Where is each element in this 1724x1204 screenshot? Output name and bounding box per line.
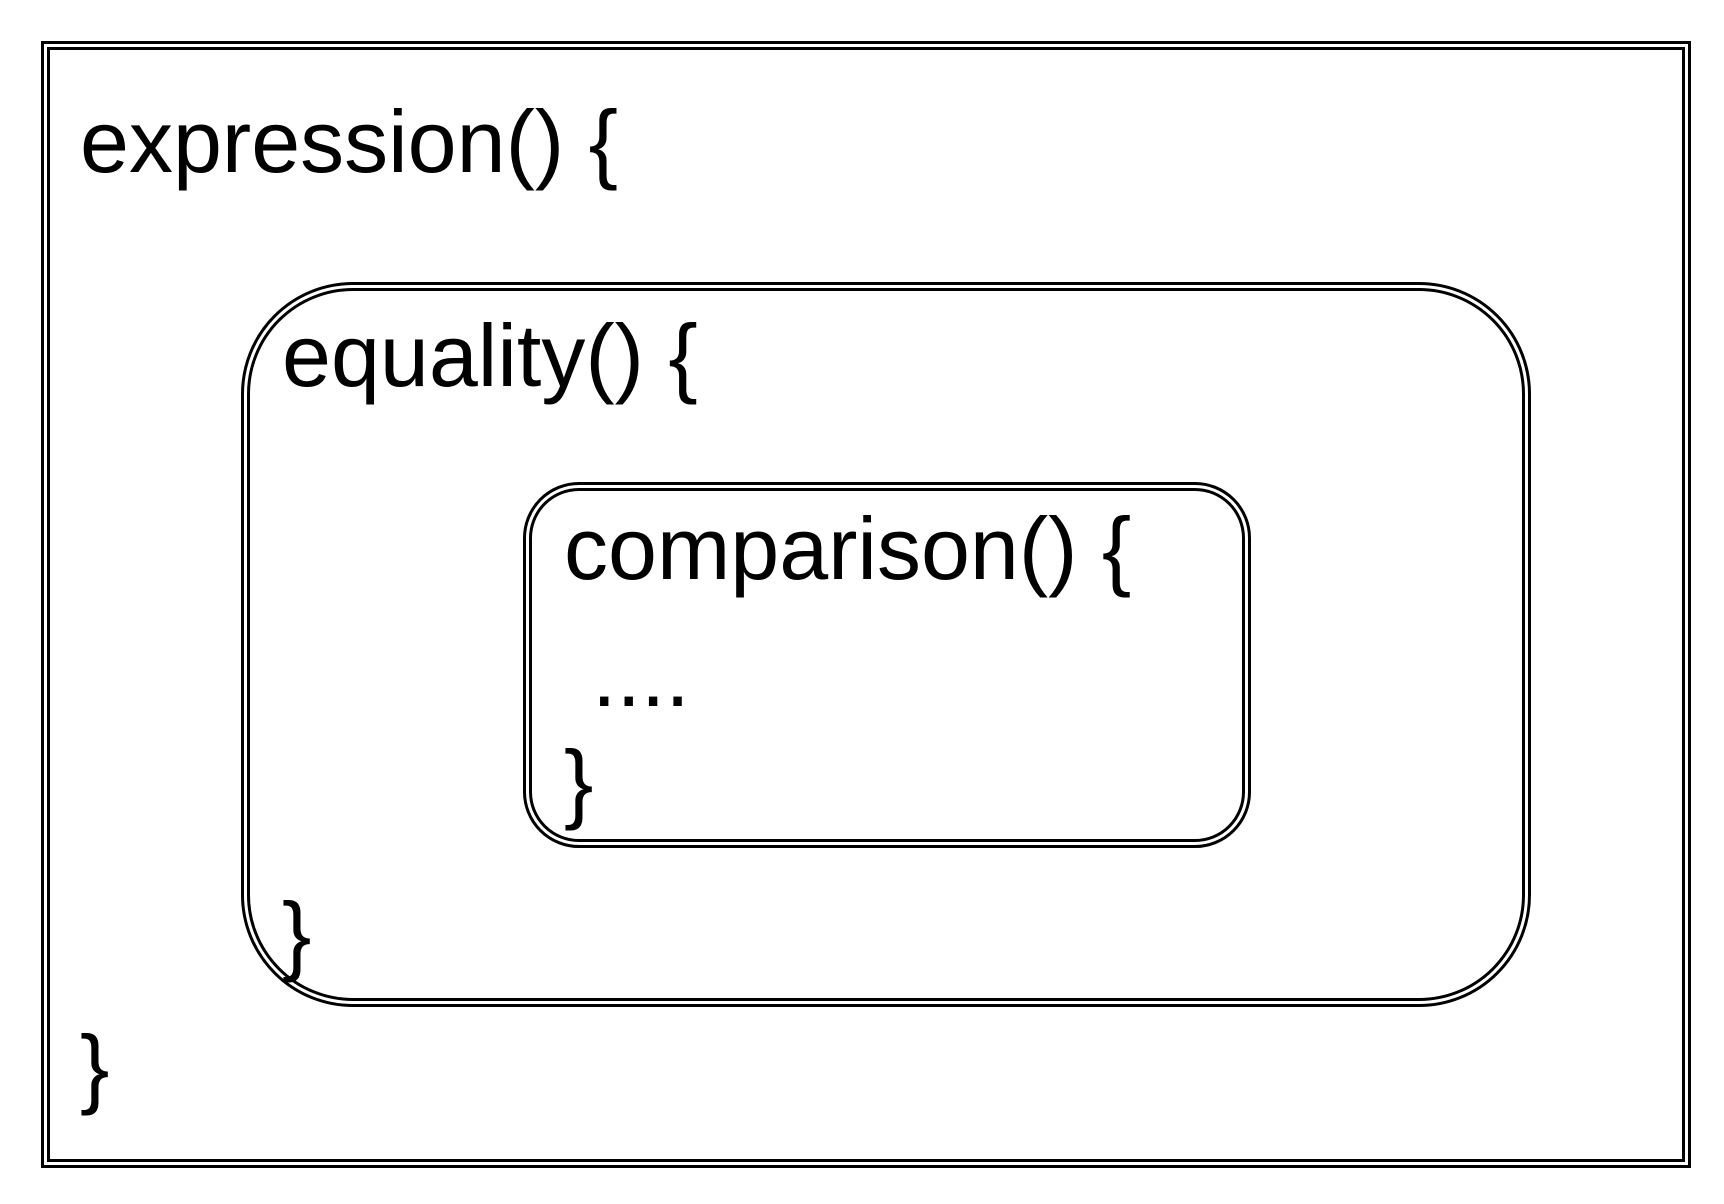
comparison-function-header: comparison() { xyxy=(564,499,1132,598)
expression-function-header: expression() { xyxy=(80,92,619,191)
equality-scope-box xyxy=(241,282,1531,1007)
comparison-scope-box xyxy=(523,482,1251,848)
expression-scope-box xyxy=(41,41,1691,1168)
equality-function-header: equality() { xyxy=(282,306,698,405)
expression-closing-brace: } xyxy=(80,1017,110,1116)
equality-closing-brace: } xyxy=(282,884,312,983)
comparison-body-ellipsis: .... xyxy=(592,626,690,725)
comparison-closing-brace: } xyxy=(564,732,594,831)
